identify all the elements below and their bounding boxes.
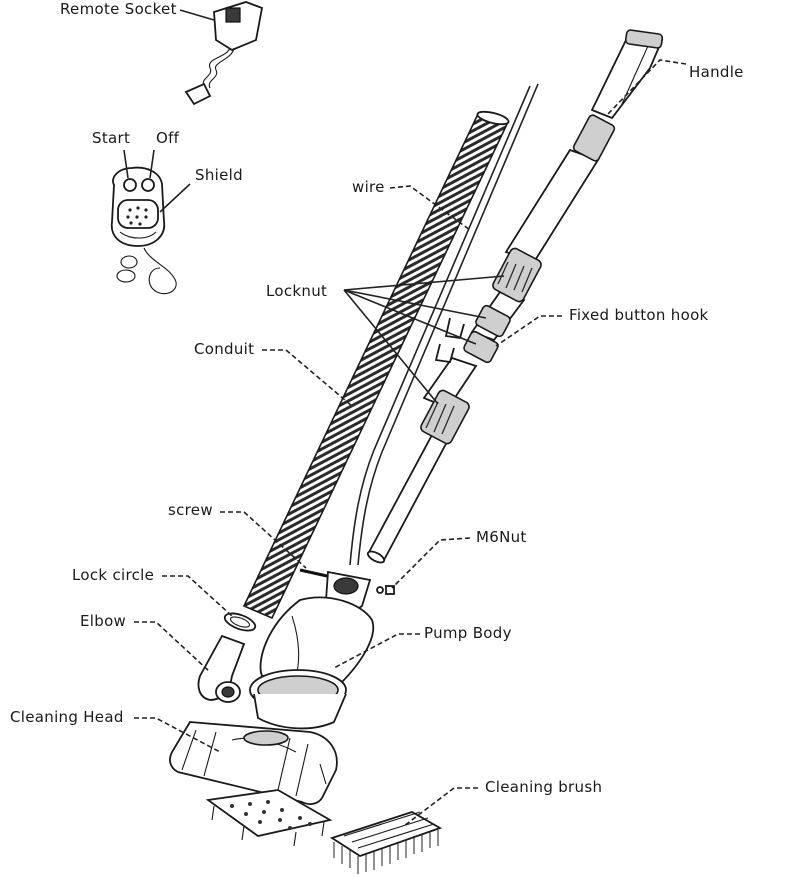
wire-part (349, 83, 539, 566)
start-button-label: Start (92, 129, 130, 147)
cleaning-head-part (169, 721, 338, 805)
lock-circle-label: Lock circle (72, 566, 154, 584)
remote-socket-part (184, 1, 264, 106)
shield-label: Shield (195, 166, 243, 184)
locknut-parts (420, 247, 542, 445)
cleaning-brush-label: Cleaning brush (485, 778, 602, 796)
off-button-label: Off (156, 129, 180, 147)
pump-body-label: Pump Body (424, 624, 512, 642)
elbow-part (197, 634, 246, 703)
fixed-button-hook-label: Fixed button hook (569, 306, 709, 324)
fixed-button-hook-parts (434, 317, 465, 364)
leader-lines (123, 9, 687, 827)
m6nut-part (376, 585, 395, 595)
wire-label: wire (352, 178, 385, 196)
cleaning-brush-part (329, 811, 443, 874)
remote-fob-part (110, 166, 177, 295)
conduit-part (242, 110, 510, 620)
cleaning-plate-part (205, 789, 333, 847)
cleaning-head-label: Cleaning Head (10, 708, 124, 726)
m6nut-label: M6Nut (476, 528, 527, 546)
lock-circle-part (223, 612, 257, 632)
handle-label: Handle (689, 63, 744, 81)
locknut-label: Locknut (266, 282, 327, 300)
screw-label: screw (168, 501, 213, 519)
remote-socket-label: Remote Socket (60, 0, 177, 18)
elbow-label: Elbow (80, 612, 126, 630)
conduit-label: Conduit (194, 340, 254, 358)
